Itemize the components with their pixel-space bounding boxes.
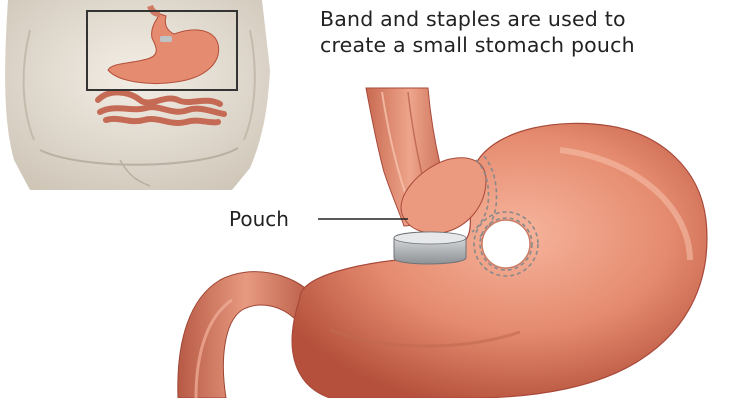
torso-inset	[5, 0, 270, 190]
gastric-band	[394, 232, 466, 264]
pouch-label: Pouch	[229, 207, 289, 231]
stomach-window	[482, 220, 530, 268]
caption-line-1: Band and staples are used to	[320, 6, 750, 32]
caption: Band and staples are used to create a sm…	[320, 6, 750, 58]
inset-band	[160, 36, 172, 42]
caption-line-2: create a small stomach pouch	[320, 32, 750, 58]
